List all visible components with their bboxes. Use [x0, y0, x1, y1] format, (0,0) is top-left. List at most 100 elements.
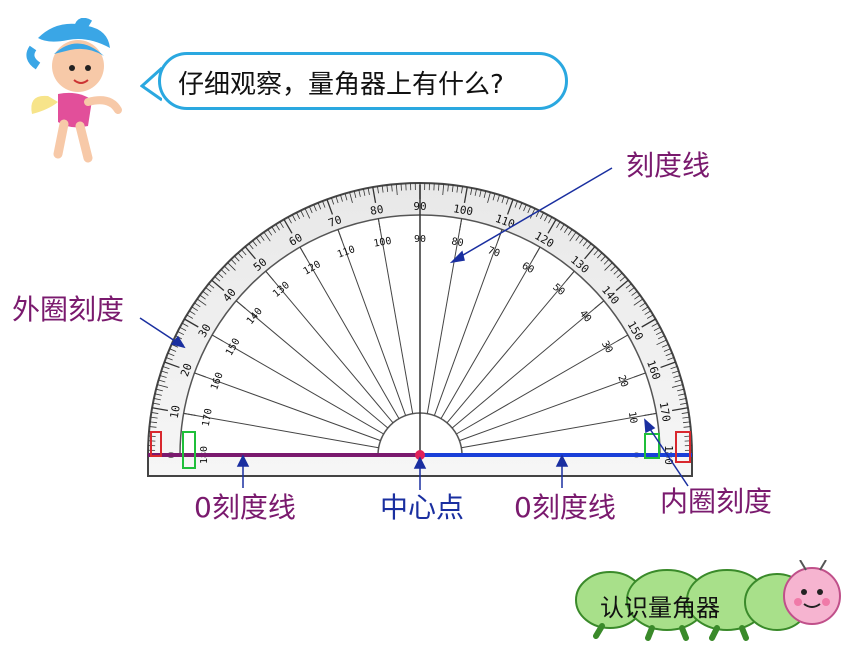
outer-scale-number: 20	[178, 362, 195, 379]
scale-tick	[613, 269, 620, 275]
scale-tick	[149, 426, 157, 428]
scale-tick	[326, 199, 334, 215]
scale-tick	[227, 262, 236, 271]
arrow-tick-lines	[457, 167, 613, 259]
scale-tick	[678, 393, 686, 396]
scale-tick	[514, 200, 518, 208]
scale-tick	[653, 326, 661, 331]
tick-ray-line	[337, 229, 407, 416]
inner-scale-number: 10	[626, 411, 639, 425]
outer-scale-number: 70	[327, 213, 344, 230]
scale-tick	[199, 294, 206, 300]
scale-tick	[252, 240, 258, 247]
zero-marker-right-red	[675, 431, 691, 463]
scale-tick	[322, 200, 326, 208]
scale-tick	[671, 407, 688, 412]
scale-tick	[487, 192, 491, 203]
scale-tick	[660, 361, 676, 369]
bubble-question: 仔细观察，量角器上有什么?	[178, 70, 504, 100]
scale-tick	[149, 421, 158, 424]
scale-tick	[661, 344, 669, 348]
scale-tick	[560, 224, 565, 231]
scale-tick	[501, 196, 505, 204]
scale-tick	[518, 202, 523, 210]
outer-scale-number: 10	[168, 404, 183, 419]
outer-scale-number: 30	[196, 322, 214, 340]
zero-marker-left-green	[182, 431, 196, 469]
scale-tick	[255, 237, 261, 244]
scale-tick	[191, 306, 198, 312]
scale-tick	[224, 265, 230, 272]
scale-tick	[625, 283, 632, 289]
scale-tick	[158, 379, 166, 383]
scale-tick	[230, 259, 237, 265]
scale-tick	[202, 290, 209, 296]
scale-tick	[600, 255, 606, 262]
tick-ray-line	[433, 229, 503, 416]
scale-tick	[483, 190, 487, 198]
scale-tick	[291, 214, 296, 222]
scale-tick	[506, 199, 514, 215]
scale-tick	[523, 204, 527, 212]
scale-tick	[344, 193, 348, 201]
outer-scale-number: 170	[657, 401, 673, 423]
scale-tick	[642, 306, 649, 312]
scale-tick	[672, 384, 683, 388]
scale-tick	[313, 204, 317, 212]
scale-tick	[442, 184, 445, 196]
scale-tick	[177, 331, 185, 336]
scale-tick	[181, 322, 189, 327]
scale-tick	[593, 249, 599, 256]
tick-ray-line	[461, 412, 657, 449]
scale-tick	[153, 398, 161, 401]
tick-ray-line	[446, 270, 575, 424]
scale-tick	[447, 184, 449, 192]
scale-tick	[152, 402, 160, 405]
scale-tick	[631, 290, 638, 296]
scale-tick	[300, 210, 305, 217]
scale-tick	[267, 229, 273, 236]
scale-tick	[358, 189, 361, 197]
scale-tick	[547, 219, 557, 234]
scale-tick	[309, 206, 313, 214]
scale-tick	[563, 226, 569, 233]
scale-tick	[377, 186, 379, 194]
label-tick-lines: 刻度线	[626, 149, 711, 182]
scale-tick	[461, 186, 463, 194]
cartoon-girl-icon	[26, 18, 122, 163]
inner-scale-number: 30	[599, 339, 615, 355]
scale-tick	[582, 240, 588, 247]
scale-tick	[529, 208, 536, 219]
scale-tick	[237, 252, 243, 259]
scale-tick	[353, 190, 357, 198]
scale-tick	[363, 188, 366, 196]
scale-tick	[208, 283, 215, 289]
tick-ray-line	[440, 246, 541, 419]
scale-tick	[241, 249, 247, 256]
scale-tick	[340, 194, 343, 202]
scale-tick	[679, 398, 687, 401]
scale-tick	[456, 185, 459, 193]
arrow-inner-scale	[647, 425, 689, 487]
scale-tick	[169, 348, 177, 352]
scale-tick	[567, 229, 573, 236]
scale-tick	[575, 234, 581, 241]
scale-tick	[556, 221, 561, 229]
scale-tick	[271, 226, 277, 233]
inner-scale-number: 170	[201, 408, 215, 428]
inner-scale-number: 20	[615, 374, 629, 389]
scale-tick	[184, 318, 199, 328]
scale-tick	[386, 184, 389, 193]
label-outer-scale: 外圈刻度	[12, 293, 125, 326]
scale-tick	[603, 259, 610, 265]
scale-tick	[673, 375, 681, 378]
scale-tick	[367, 187, 370, 195]
scale-tick	[349, 192, 353, 203]
scale-tick	[189, 310, 196, 315]
scale-tick	[220, 269, 227, 275]
tick-ray-line	[235, 300, 389, 429]
scale-tick	[287, 216, 292, 224]
scale-tick	[639, 302, 646, 308]
scale-tick	[164, 361, 180, 369]
